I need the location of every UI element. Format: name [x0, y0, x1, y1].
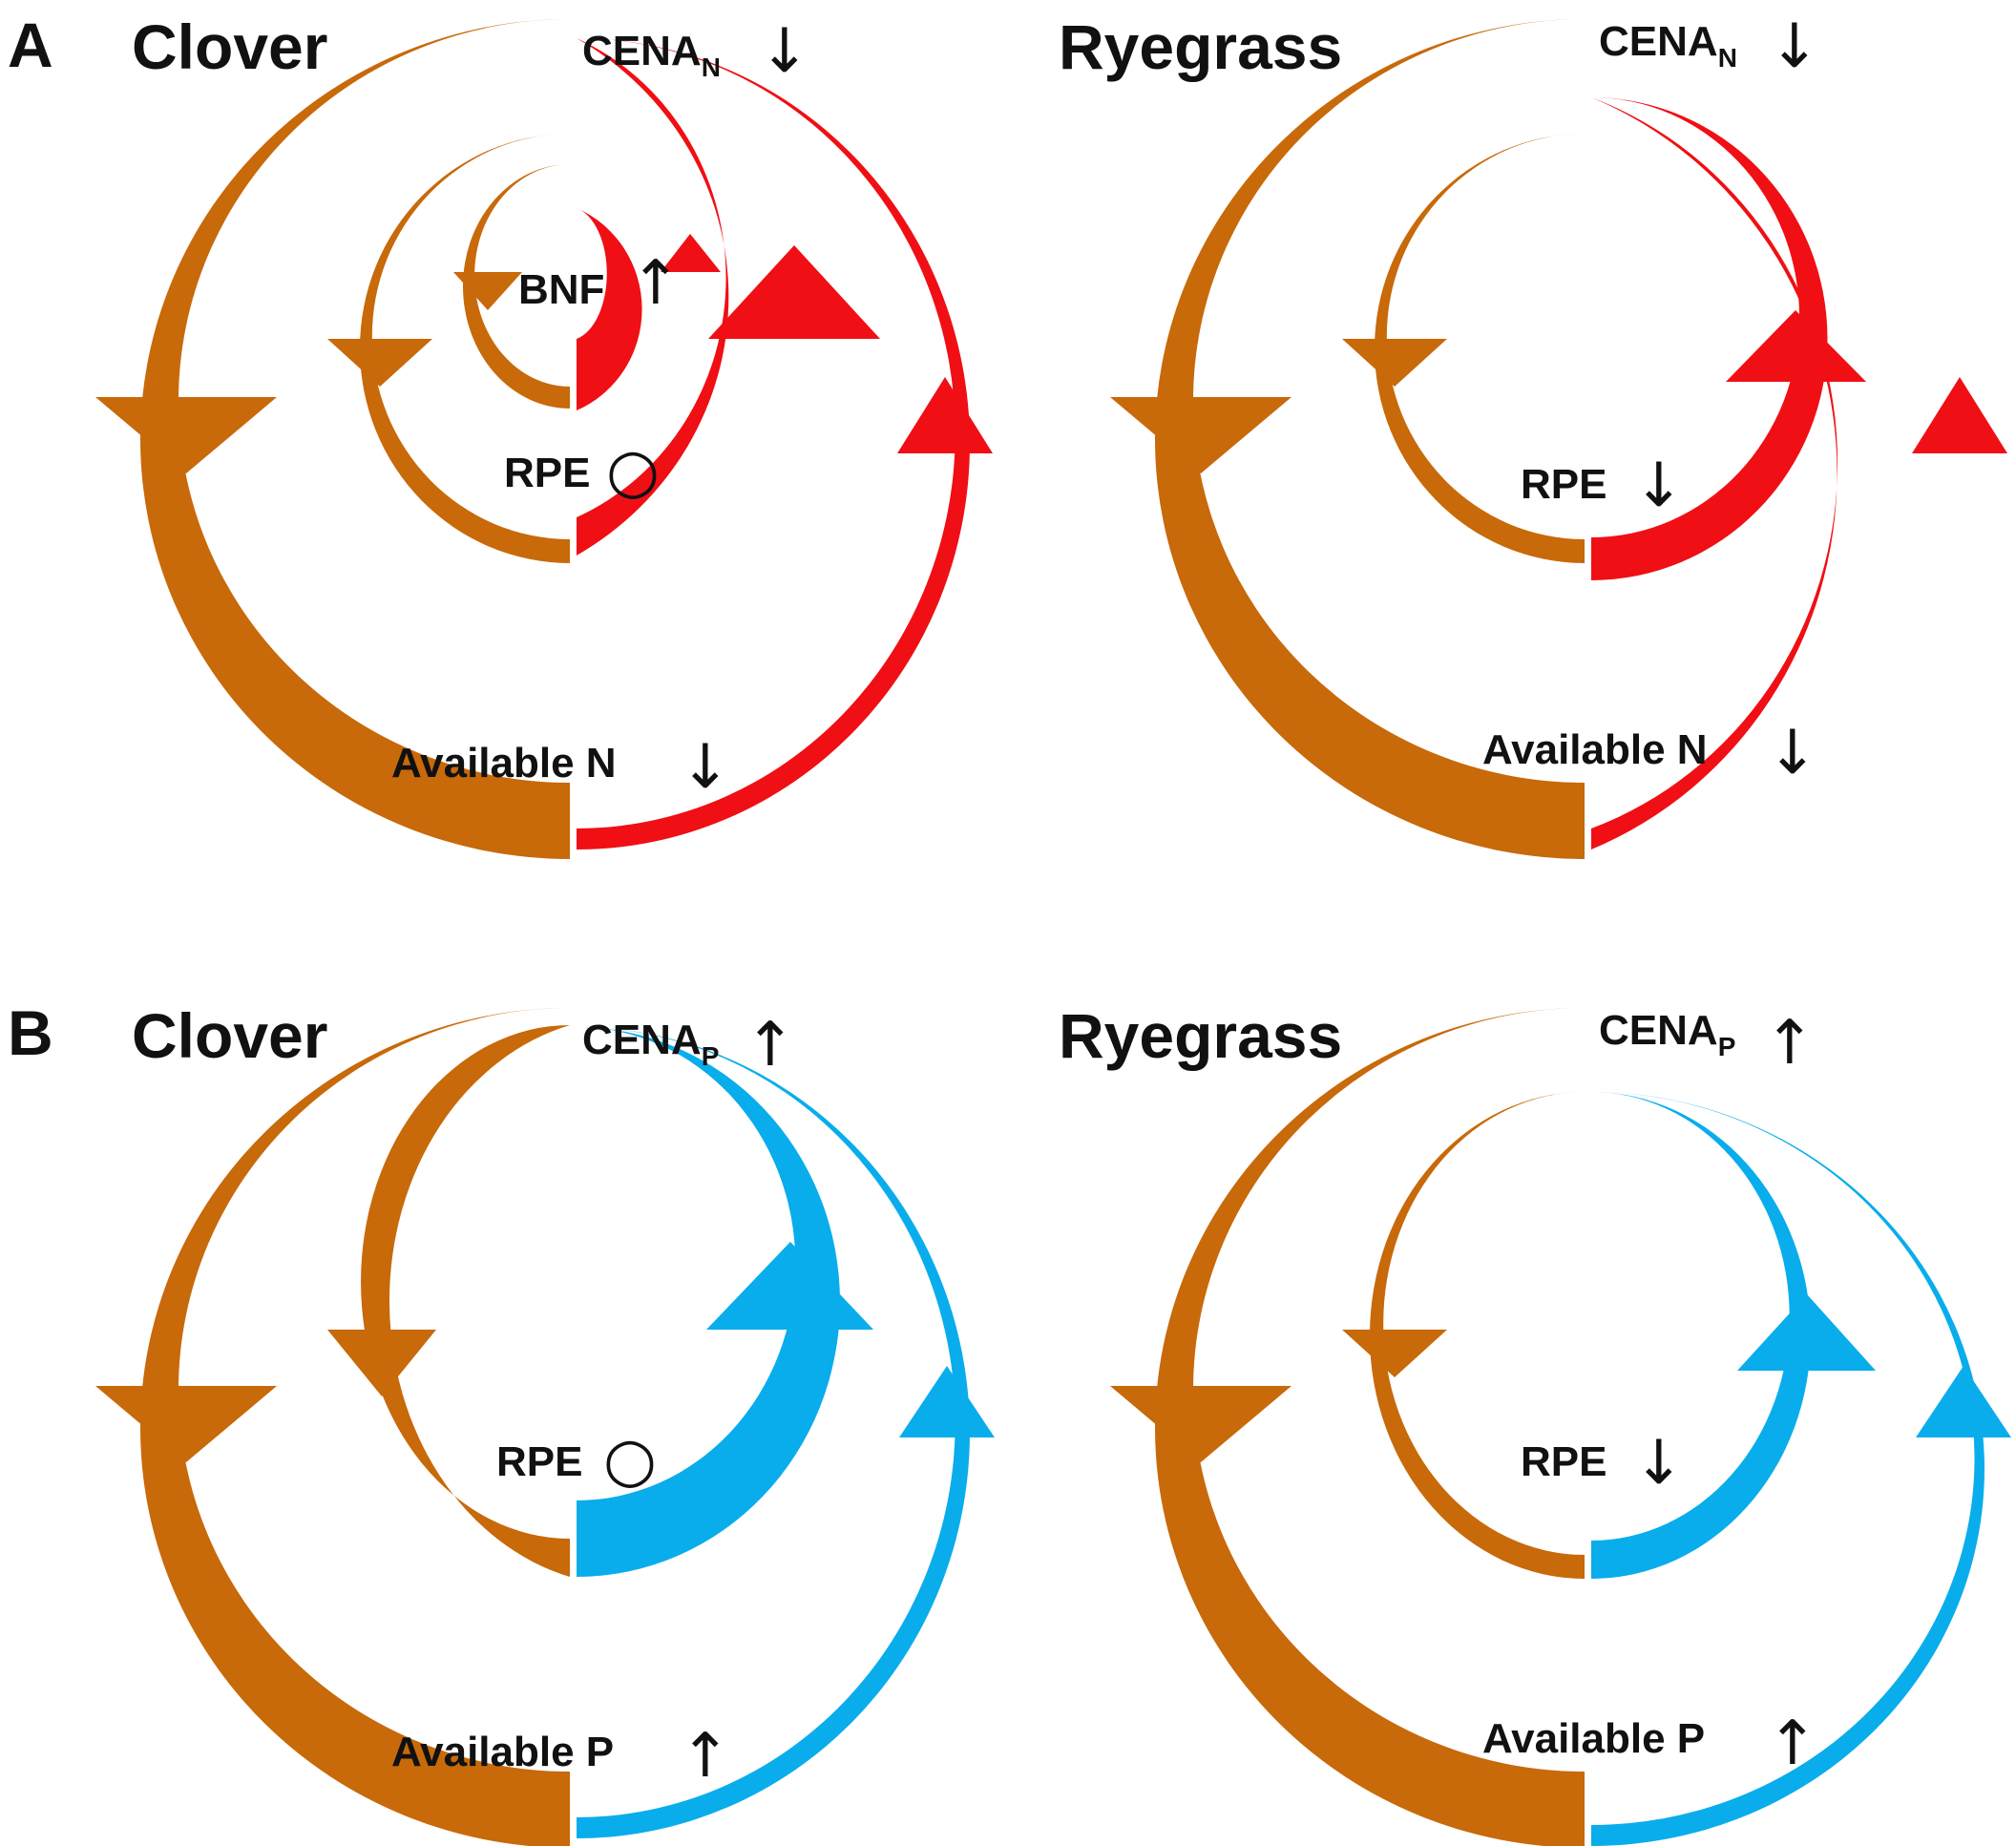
outer-brown-arrowhead [95, 397, 277, 473]
cena-trend-up-icon: ↑ [1764, 1008, 1816, 1079]
outer-brown-flow [140, 19, 570, 859]
main-nutrient-arrowhead [708, 245, 880, 339]
main-nutrient-flow [1591, 97, 1828, 580]
available-label: Available P [1482, 1715, 1705, 1762]
diagram-ryegrass-n: Ryegrass CENAN ↓ RPE ↓ Available N ↓ [1059, 11, 2007, 859]
thin-nutrient-arrowhead [1912, 377, 2007, 453]
cena-subscript: P [702, 1041, 720, 1071]
cena-label: CENAN [1599, 18, 1737, 73]
outer-brown-flow [1155, 1008, 1585, 1846]
outer-brown-arrowhead [1110, 1386, 1292, 1462]
rpe-label: RPE [1521, 461, 1606, 508]
plant-title: Clover [132, 11, 327, 82]
cena-base: CENA [1599, 18, 1718, 65]
bnf-trend-up-icon: ↑ [630, 248, 682, 319]
available-label: Available N [391, 740, 617, 787]
rpe-label: RPE [504, 450, 590, 496]
middle-brown-arrowhead [327, 1330, 436, 1396]
inner-brown-arrowhead [453, 272, 522, 310]
main-nutrient-flow [1591, 1092, 1811, 1579]
cena-label: CENAN [582, 28, 721, 82]
rpe-no-change-icon: ○ [606, 436, 660, 507]
outer-brown-arrowhead [95, 1386, 277, 1462]
thin-nutrient-arrowhead [897, 377, 993, 453]
available-trend-down-icon: ↓ [1767, 718, 1818, 788]
outer-brown-flow [1155, 19, 1585, 859]
rpe-label: RPE [1521, 1438, 1606, 1485]
cena-subscript: N [702, 52, 721, 82]
middle-brown-arrowhead [1342, 1330, 1447, 1377]
outer-brown-flow [140, 1008, 570, 1846]
rpe-trend-down-icon: ↓ [1633, 1428, 1685, 1499]
main-nutrient-arrowhead [1737, 1294, 1876, 1371]
diagram-clover-n: Clover CENAN ↓ BNF ↑ RPE ○ Available N ↓ [95, 11, 993, 859]
panel-a: A Clover CENAN ↓ BNF ↑ RPE ○ Available N… [8, 10, 2007, 859]
plant-title: Ryegrass [1059, 11, 1342, 82]
available-label: Available P [391, 1729, 614, 1775]
main-nutrient-flow [577, 1027, 840, 1577]
cena-base: CENA [582, 1017, 702, 1063]
rpe-no-change-icon: ○ [603, 1425, 657, 1496]
available-label: Available N [1482, 726, 1708, 773]
inner-nutrient-flow [577, 208, 642, 410]
cena-label: CENAP [582, 1017, 719, 1071]
thin-nutrient-arrowhead [899, 1366, 995, 1437]
main-nutrient-flow [577, 38, 729, 556]
inner-nutrient-arrowhead [661, 234, 721, 272]
cena-subscript: P [1718, 1032, 1736, 1061]
middle-brown-flow [361, 1025, 570, 1577]
available-trend-up-icon: ↑ [680, 1721, 731, 1792]
cena-trend-down-icon: ↓ [759, 16, 810, 87]
inner-brown-flow [463, 164, 570, 409]
main-nutrient-arrowhead [1726, 310, 1866, 382]
panel-letter: B [8, 997, 53, 1068]
plant-title: Clover [132, 1000, 327, 1071]
available-trend-up-icon: ↑ [1767, 1709, 1818, 1779]
thin-nutrient-arrowhead [1916, 1366, 2011, 1437]
rpe-trend-down-icon: ↓ [1633, 451, 1685, 521]
diagram-clover-p: Clover CENAP ↑ RPE ○ Available P ↑ [95, 1000, 995, 1846]
cena-subscript: N [1718, 43, 1737, 73]
panel-letter: A [8, 10, 53, 80]
cena-base: CENA [582, 28, 702, 74]
diagram-ryegrass-p: Ryegrass CENAP ↑ RPE ↓ Available P ↑ [1059, 1000, 2011, 1846]
main-nutrient-arrowhead [706, 1242, 873, 1330]
middle-brown-arrowhead [327, 339, 432, 387]
cena-label: CENAP [1599, 1007, 1735, 1061]
plant-title: Ryegrass [1059, 1000, 1342, 1071]
panel-b: B Clover CENAP ↑ RPE ○ Available P ↑ [8, 997, 2011, 1846]
cena-trend-down-icon: ↓ [1769, 11, 1820, 82]
rpe-label: RPE [496, 1438, 582, 1485]
cena-base: CENA [1599, 1007, 1718, 1054]
available-trend-down-icon: ↓ [680, 732, 731, 803]
middle-brown-arrowhead [1342, 339, 1447, 387]
bnf-label: BNF [518, 266, 604, 313]
outer-brown-arrowhead [1110, 397, 1292, 473]
cena-trend-up-icon: ↑ [745, 1010, 796, 1080]
